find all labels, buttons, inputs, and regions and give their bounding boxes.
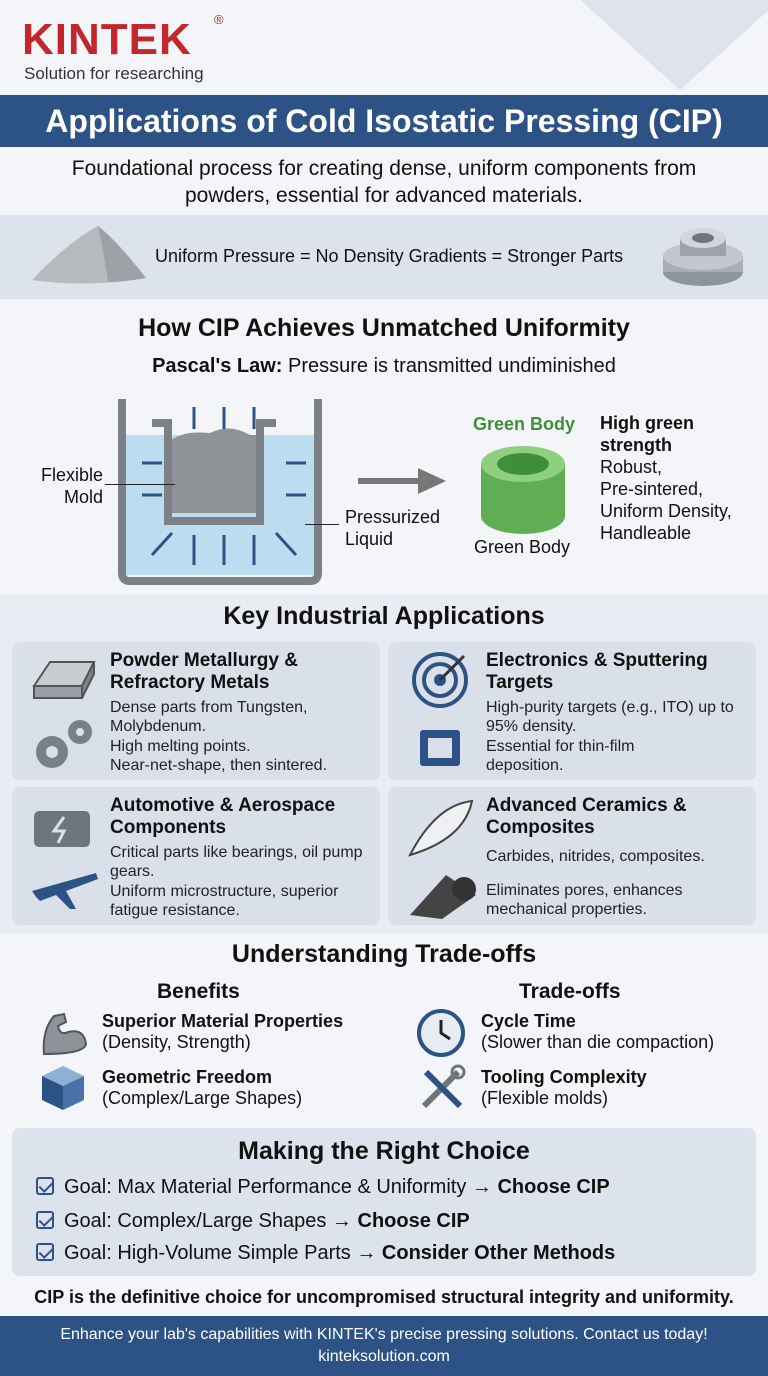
cip-vessel-diagram — [118, 399, 322, 585]
mold-label-line2: Mold — [63, 487, 103, 507]
footer-cta: Enhance your lab's capabilities with KIN… — [60, 1326, 708, 1343]
green-body-caption: Green Body — [474, 537, 571, 557]
green-body-icon — [481, 446, 565, 534]
app-card-automotive: Automotive & Aerospace Components Critic… — [12, 787, 380, 925]
liquid-leader-line — [305, 524, 339, 525]
card-line: Carbides, nitrides, composites. — [486, 848, 705, 865]
liquid-label-line1: Pressurized — [345, 507, 441, 527]
tradeoff-title: Cycle Time — [481, 1011, 576, 1031]
goal-text: Goal: High-Volume Simple Parts → — [64, 1242, 382, 1264]
tradeoff-detail: (Slower than die compaction) — [481, 1032, 715, 1052]
equation-text: Uniform Pressure = No Density Gradients … — [155, 246, 624, 266]
goal-recommendation: Consider Other Methods — [381, 1242, 616, 1264]
composite-roll-icon — [410, 875, 476, 919]
card-line: High melting points. — [110, 738, 251, 755]
card-line: Uniform microstructure, superior fatigue… — [110, 883, 339, 919]
pascal-law-label: Pascal's Law: — [152, 355, 283, 377]
tradeoff-item: Cycle Time(Slower than die compaction) — [481, 1011, 714, 1053]
checkbox-icon — [36, 1243, 54, 1261]
green-body-heading: Green Body — [473, 414, 576, 434]
app-card-powder-metallurgy: Powder Metallurgy & Refractory Metals De… — [12, 642, 380, 780]
benefit-title: Superior Material Properties — [102, 1011, 344, 1031]
card-title: Automotive & Aerospace Components — [110, 795, 336, 838]
goal-text: Goal: Max Material Performance & Uniform… — [64, 1176, 498, 1198]
subtitle: Foundational process for creating dense,… — [0, 155, 768, 209]
strength-item: Handleable — [600, 523, 692, 543]
card-title: Electronics & Sputtering Targets — [486, 650, 708, 693]
target-icon — [412, 652, 468, 766]
muscle-arm-icon — [42, 1012, 88, 1056]
gears-icon — [36, 720, 92, 768]
benefit-detail: (Density, Strength) — [102, 1032, 251, 1052]
goal-recommendation: Choose CIP — [497, 1176, 610, 1198]
strength-title: High green strength — [600, 413, 695, 455]
tradeoffs-column: Trade-offs — [519, 980, 621, 1004]
tools-icon — [421, 1064, 466, 1109]
tradeoff-item: Tooling Complexity(Flexible molds) — [481, 1067, 647, 1109]
liquid-label-line2: Liquid — [345, 529, 394, 549]
tradeoffs-title: Understanding Trade-offs — [231, 940, 537, 968]
subtitle-text: Foundational process for creating dense,… — [71, 157, 697, 207]
conclusion: CIP is the definitive choice for uncompr… — [34, 1287, 734, 1307]
footer: Enhance your lab's capabilities with KIN… — [0, 1316, 768, 1376]
benefit-item: Geometric Freedom(Complex/Large Shapes) — [102, 1067, 302, 1109]
ceramic-blade-icon — [408, 799, 476, 919]
card-title: Advanced Ceramics & Composites — [486, 795, 687, 838]
kintek-logo: KINTEK — [22, 15, 192, 64]
green-strength-list: High green strength Robust, Pre-sintered… — [600, 412, 750, 544]
benefit-item: Superior Material Properties(Density, St… — [102, 1011, 343, 1053]
strength-item: Uniform Density, — [600, 501, 732, 521]
choice-title: Making the Right Choice — [238, 1137, 530, 1165]
goal-item: Goal: Complex/Large Shapes → Choose CIP — [36, 1210, 470, 1233]
card-title: Powder Metallurgy & Refractory Metals — [110, 650, 298, 693]
card-line: Eliminates pores, enhances mechanical pr… — [486, 882, 683, 918]
engine-icon — [32, 811, 98, 909]
airplane-icon — [32, 873, 98, 909]
card-line: Near-net-shape, then sintered. — [110, 757, 328, 774]
checkbox-icon — [36, 1177, 54, 1195]
benefits-heading: Benefits — [157, 980, 240, 1003]
pascal-law: Pascal's Law: Pressure is transmitted un… — [0, 355, 768, 378]
card-line: High-purity targets (e.g., ITO) up to 95… — [486, 699, 734, 735]
pressed-part-icon — [663, 228, 743, 286]
goal-recommendation: Choose CIP — [357, 1210, 470, 1232]
brand-tagline: Solution for researching — [24, 64, 204, 83]
how-title: How CIP Achieves Unmatched Uniformity — [138, 314, 630, 342]
checkbox-icon — [36, 1211, 54, 1229]
strength-item: Robust, — [600, 457, 663, 477]
app-card-ceramics: Advanced Ceramics & Composites Carbides,… — [388, 787, 756, 925]
goal-text: Goal: Complex/Large Shapes → — [64, 1210, 358, 1232]
benefit-title: Geometric Freedom — [102, 1067, 273, 1087]
tradeoff-detail: (Flexible molds) — [481, 1088, 609, 1108]
decorative-triangle — [580, 0, 768, 90]
powder-pile-icon — [32, 226, 146, 284]
chip-icon — [420, 730, 460, 766]
choice-panel: Making the Right Choice Goal: Max Materi… — [12, 1128, 756, 1276]
cube-icon — [42, 1066, 84, 1110]
clock-icon — [417, 1009, 465, 1057]
goal-item: Goal: High-Volume Simple Parts → Conside… — [36, 1242, 615, 1265]
tradeoff-title: Tooling Complexity — [481, 1067, 647, 1087]
card-line: Dense parts from Tungsten, Molybdenum. — [110, 699, 308, 735]
metal-ingot-icon — [32, 661, 96, 768]
tradeoffs-heading: Trade-offs — [519, 980, 621, 1003]
footer-website-link[interactable]: kinteksolution.com — [318, 1348, 450, 1365]
applications-title: Key Industrial Applications — [223, 602, 545, 630]
mold-label-line1: Flexible — [40, 465, 103, 485]
card-line: Essential for thin-film deposition. — [486, 738, 635, 774]
strength-item: Pre-sintered, — [600, 479, 704, 499]
mold-leader-line — [105, 484, 175, 485]
app-card-electronics: Electronics & Sputtering Targets High-pu… — [388, 642, 756, 780]
card-line: Critical parts like bearings, oil pump g… — [110, 844, 363, 880]
benefit-detail: (Complex/Large Shapes) — [102, 1088, 303, 1108]
registered-mark: ® — [214, 12, 224, 27]
pascal-law-text: Pressure is transmitted undiminished — [282, 355, 616, 377]
process-arrow-icon — [358, 468, 446, 494]
goal-item: Goal: Max Material Performance & Uniform… — [36, 1176, 610, 1199]
benefits-column: Benefits — [157, 980, 240, 1004]
page-title: Applications of Cold Isostatic Pressing … — [0, 95, 768, 147]
